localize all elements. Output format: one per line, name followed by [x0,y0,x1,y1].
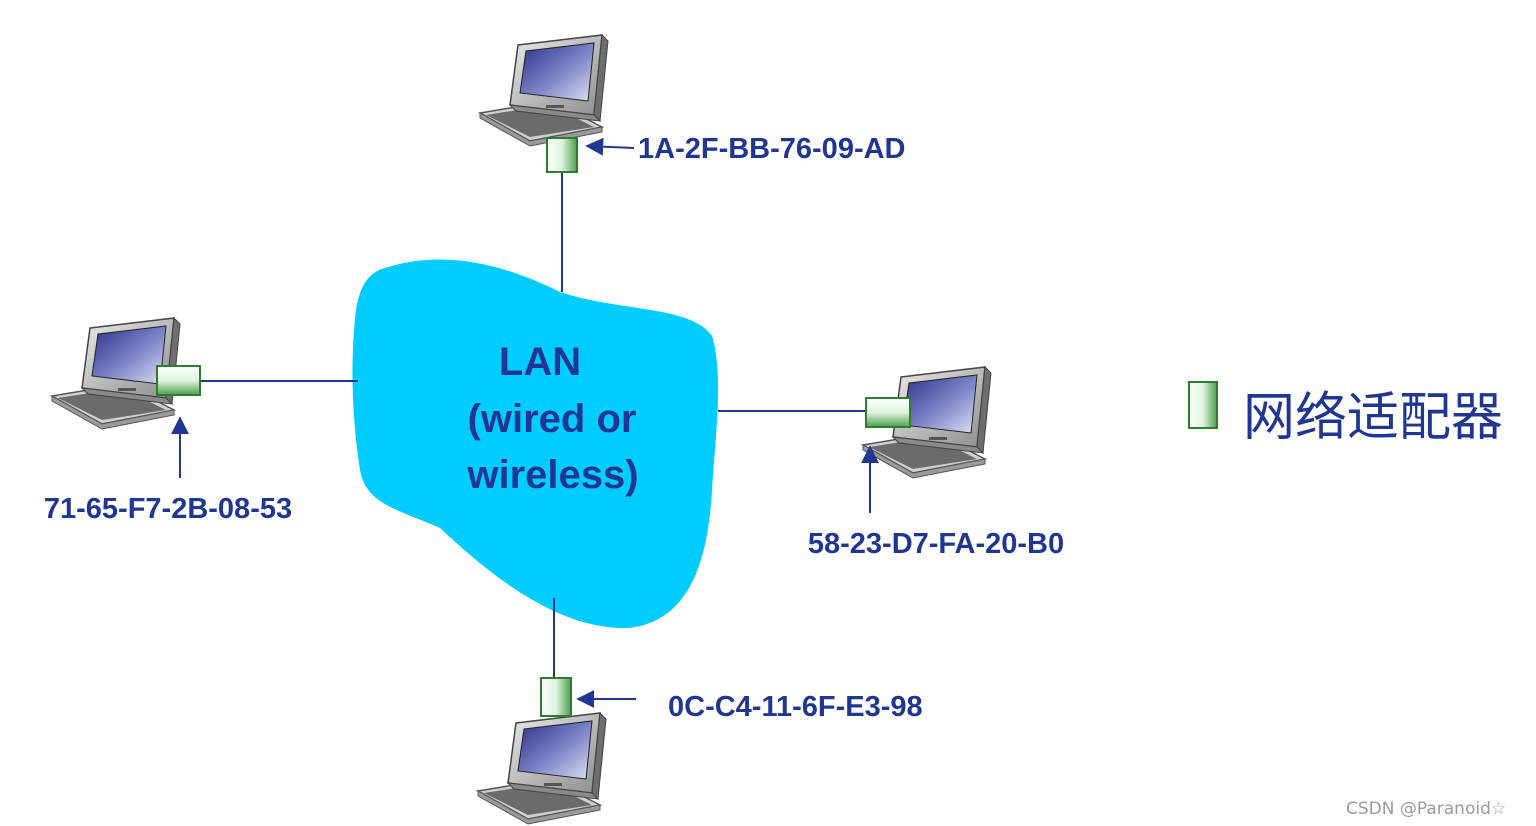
lan-label-line-2: (wired or [468,397,637,441]
watermark: CSDN @Paranoid☆ [1346,799,1506,819]
adapter-bottom [540,677,572,717]
adapter-left [156,365,201,396]
lan-label-line-3: wireless) [466,453,638,497]
lan-cloud [352,259,719,629]
computer-top [479,34,609,147]
lan-label-line-1: LAN [499,340,581,384]
adapter-right [865,397,911,428]
legend-adapter-icon [1188,381,1218,429]
legend-label: 网络适配器 [1243,388,1503,448]
adapter-top [546,137,578,173]
arrow-top [585,137,635,156]
computer-bottom [477,712,607,825]
mac-address-left: 71-65-F7-2B-08-53 [44,493,292,525]
mac-address-top: 1A-2F-BB-76-09-AD [638,133,906,165]
mac-address-right: 58-23-D7-FA-20-B0 [808,528,1064,560]
mac-address-bottom: 0C-C4-11-6F-E3-98 [668,691,923,723]
